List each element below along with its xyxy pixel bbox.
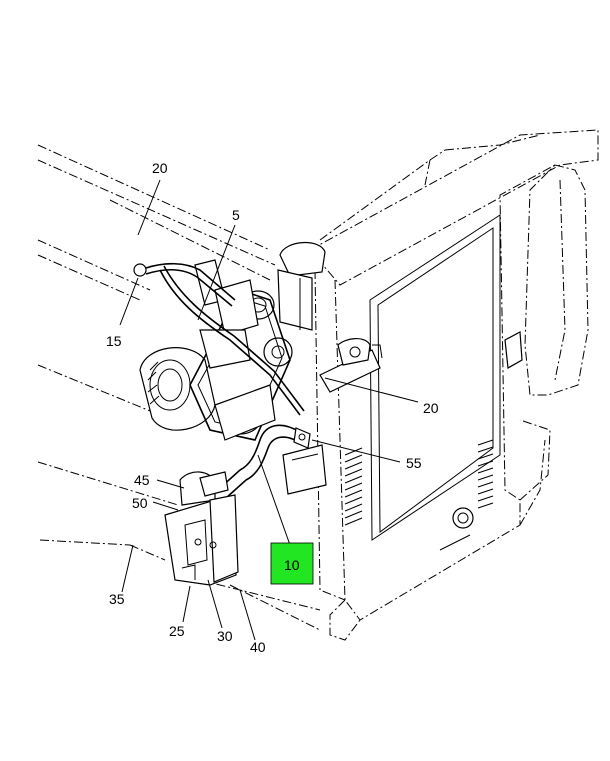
engine-front-assembly	[133, 259, 305, 441]
callout-5[interactable]: 5	[232, 207, 240, 223]
callout-30[interactable]: 30	[217, 628, 233, 644]
callout-labels: 20 5 15 20 55 45 50 35 25 30 40 10	[106, 160, 439, 655]
drain-cock-icon	[452, 507, 474, 529]
callout-20-top[interactable]: 20	[152, 160, 168, 176]
radiator-assembly	[277, 129, 599, 641]
fin-stack-left	[344, 447, 363, 526]
callout-15[interactable]: 15	[106, 333, 122, 349]
callout-10-highlight[interactable]	[270, 542, 314, 585]
leader-lines	[119, 179, 419, 641]
callout-50[interactable]: 50	[132, 495, 148, 511]
surge-hose	[219, 424, 311, 499]
callout-20-right[interactable]: 20	[423, 400, 439, 416]
callout-25[interactable]: 25	[169, 623, 185, 639]
center-bracket	[282, 444, 327, 495]
coolant-pipe	[319, 338, 383, 393]
fin-stack-right	[477, 439, 494, 509]
hose-clamp-icon	[133, 263, 147, 277]
frame-rails	[37, 144, 321, 631]
callout-55[interactable]: 55	[406, 455, 422, 471]
callout-45[interactable]: 45	[134, 472, 150, 488]
callout-40[interactable]: 40	[250, 639, 266, 655]
callout-10[interactable]: 10	[284, 557, 300, 573]
callout-35[interactable]: 35	[109, 591, 125, 607]
surge-tank	[164, 471, 239, 586]
